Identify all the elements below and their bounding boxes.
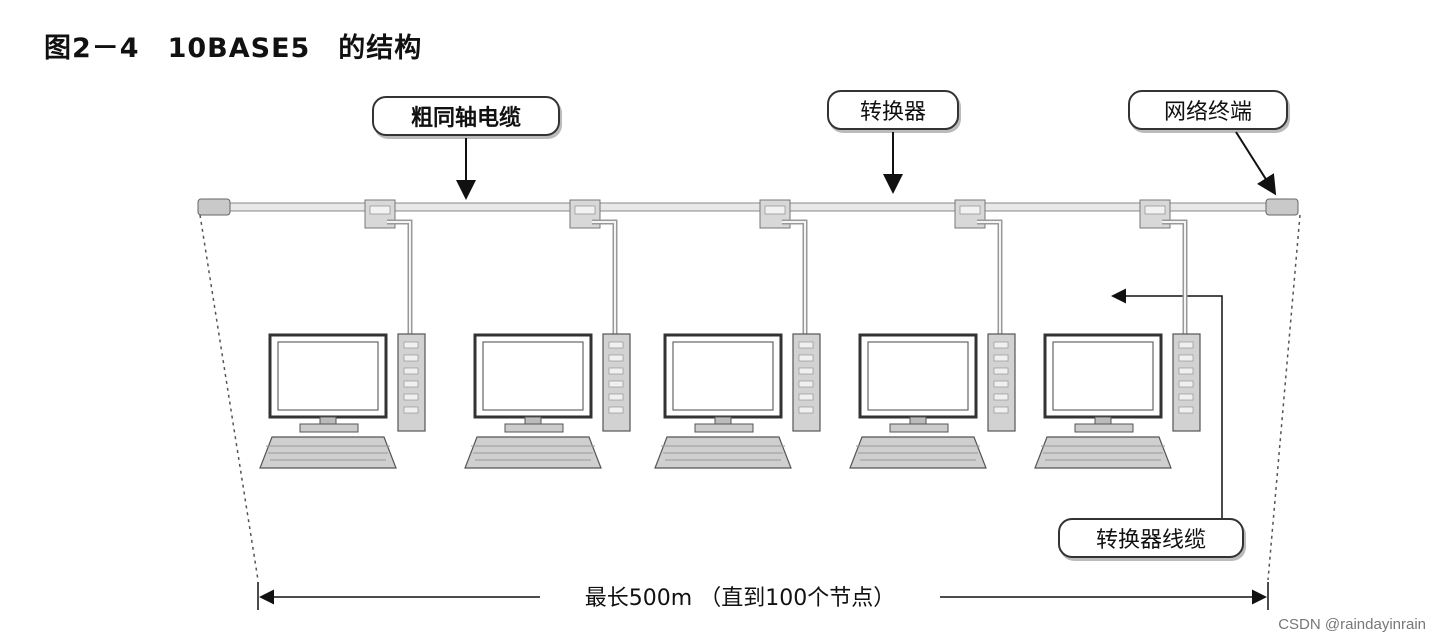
terminator-pointer — [1235, 131, 1277, 196]
monitor-screen — [867, 341, 969, 411]
terminator-right — [1265, 198, 1299, 216]
transceiver-cable-core — [977, 221, 1001, 335]
terminator-callout: 网络终端 — [1128, 90, 1288, 130]
tower-bay — [1178, 367, 1194, 375]
tower-bay — [608, 393, 624, 401]
tower-bay — [403, 354, 419, 362]
coax-cable-label: 粗同轴电缆 — [410, 106, 521, 131]
tower-bay — [1178, 393, 1194, 401]
transceiver-port — [1144, 205, 1166, 215]
tower-bay — [993, 380, 1009, 388]
terminator-left — [197, 198, 231, 216]
tower-bay — [798, 354, 814, 362]
tower-bay — [608, 406, 624, 414]
tower-bay — [798, 406, 814, 414]
transceiver-cable-callout: 转换器线缆 — [1058, 518, 1244, 558]
tower-bay — [403, 380, 419, 388]
tower-bay — [993, 406, 1009, 414]
tower-bay — [403, 406, 419, 414]
tower-bay — [1178, 341, 1194, 349]
tower-bay — [798, 380, 814, 388]
monitor-screen — [672, 341, 774, 411]
monitor-screen — [482, 341, 584, 411]
tower-bay — [403, 393, 419, 401]
transceiver-cable-core — [592, 221, 616, 335]
monitor-base — [299, 423, 359, 433]
transceiver-cable-label: 转换器线缆 — [1095, 528, 1206, 553]
tower-bay — [993, 393, 1009, 401]
boundary-left — [199, 214, 259, 581]
tower-bay — [798, 341, 814, 349]
transceiver-cable — [977, 219, 1003, 335]
tower-bay — [798, 393, 814, 401]
tower-bay — [993, 354, 1009, 362]
transceiver-port — [764, 205, 786, 215]
tower-bay — [798, 367, 814, 375]
tower-bay — [1178, 380, 1194, 388]
watermark: CSDN @raindayinrain — [1278, 616, 1426, 633]
tower-bay — [993, 341, 1009, 349]
coax-cable-callout: 粗同轴电缆 — [372, 96, 560, 136]
terminator-label: 网络终端 — [1163, 100, 1252, 125]
tower-bay — [608, 354, 624, 362]
monitor-base — [504, 423, 564, 433]
transceiver-port — [959, 205, 981, 215]
transceiver-cable — [782, 219, 808, 335]
boundary-right — [1267, 214, 1301, 581]
transceiver-cable-pointer — [1111, 288, 1223, 518]
tower-bay — [403, 367, 419, 375]
transceiver-cable — [1162, 219, 1188, 335]
monitor-base — [694, 423, 754, 433]
transceiver-cable-core — [387, 221, 411, 335]
monitor-screen — [1052, 341, 1154, 411]
transceiver-cable-core — [1162, 221, 1186, 335]
transceiver-callout: 转换器 — [827, 90, 959, 130]
transceiver-cable — [387, 219, 413, 335]
monitor-base — [889, 423, 949, 433]
tower-bay — [608, 341, 624, 349]
monitor-screen — [277, 341, 379, 411]
transceiver-cable — [592, 219, 618, 335]
tower-bay — [403, 341, 419, 349]
tower-bay — [1178, 406, 1194, 414]
transceiver-port — [369, 205, 391, 215]
transceiver-cable-core — [782, 221, 806, 335]
monitor-base — [1074, 423, 1134, 433]
tower-bay — [993, 367, 1009, 375]
transceiver-label: 转换器 — [859, 100, 926, 125]
tower-bay — [1178, 354, 1194, 362]
tower-bay — [608, 367, 624, 375]
transceiver-port — [574, 205, 596, 215]
tower-bay — [608, 380, 624, 388]
max-length-label: 最长500m （直到100个节点） — [540, 580, 940, 612]
figure-title: 图2－4 10BASE5 的结构 — [44, 33, 423, 64]
